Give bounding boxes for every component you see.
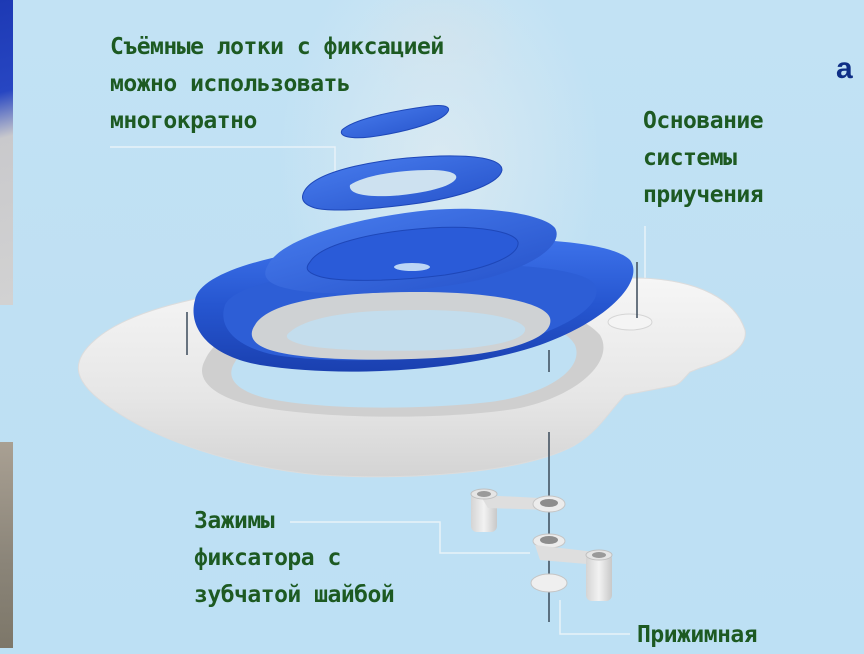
label-removable-trays: Съёмные лотки с фиксацией можно использо… [110,34,444,134]
adjacent-image-strip-top [0,0,13,305]
toothed-washer [530,573,568,593]
lower-clamp [532,533,613,601]
ring-tray [302,155,503,211]
small-tray [340,105,450,139]
adjacent-image-strip-bottom [0,442,13,648]
label-clamps: Зажимы фиксатора с зубчатой шайбой [194,508,395,608]
label-pressure-washer: Прижимная [637,622,758,648]
brand-logo-fragment: a [836,52,853,85]
upper-clamp [470,488,566,532]
label-system-base: Основание системы приучения [643,108,764,208]
callout-lines [110,146,646,635]
inner-tray [265,208,557,294]
